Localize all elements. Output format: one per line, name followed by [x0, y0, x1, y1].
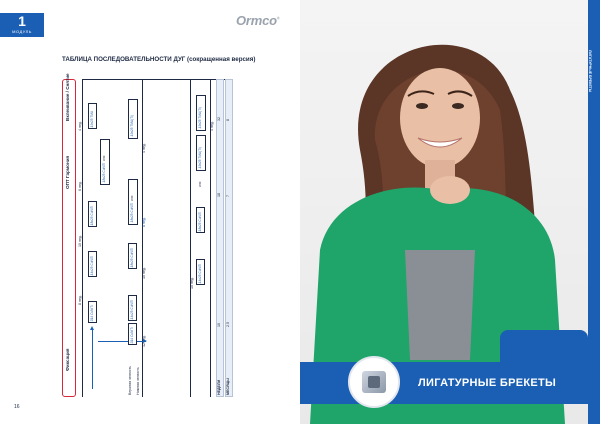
header-opt-harmony: ОПТ Гармония [65, 155, 70, 189]
divider-4 [210, 79, 211, 397]
wire-19x25-d: .19x25 TMA(Ti) [198, 107, 202, 129]
footer-week-1: 10 [217, 323, 221, 327]
wire-cell-18x25-d [128, 179, 138, 225]
weeks-10c: 10 нед. [190, 277, 194, 289]
wire-cell-014-upper [88, 301, 97, 323]
footer-label-months: МЕСЯЦЫ [226, 378, 230, 395]
wire-18x25-a: .18x25 CuNiTi [90, 205, 94, 226]
left-page: 1 МОДУЛЬ Ormco® ТАБЛИЦА ПОСЛЕДОВАТЕЛЬНОС… [0, 13, 280, 410]
banner-title: ЛИГАТУРНЫЕ БРЕКЕТЫ [418, 377, 557, 389]
wire-18x25-e: .18x25 CuNiTi [198, 211, 202, 232]
wire-18x25-d: .18x25 CuNiTi [130, 202, 134, 223]
weeks-6: 6 нед. [78, 181, 82, 191]
page-number: 16 [14, 404, 20, 410]
header-bonding: Вклеивание / Снятие [65, 73, 70, 121]
wire-14x25-b: .14x25 CuNiTi [130, 299, 134, 320]
footer-label-weeks: НЕДЕЛИ [217, 379, 221, 395]
right-page: ЛИГАТУРНЫЕ БРЕКЕТЫ [300, 0, 600, 424]
wire-18x25-c: .18x25 CuNiTi [130, 247, 134, 268]
weeks-4c: 4 нед. [210, 121, 214, 131]
wire-cell-19x25-c [196, 135, 206, 171]
wire-cell-19x25-b [128, 99, 138, 139]
footer-month-2: 7 [226, 195, 230, 197]
side-tab [588, 0, 600, 424]
weeks-4b: 4 нед. [142, 143, 146, 153]
row-label-upper: Верхняя челюсть [128, 366, 132, 395]
divider-3 [190, 79, 191, 397]
weeks-10a: 10 нед. [78, 235, 82, 247]
wire-19x25-a: .19x25 TMA [90, 110, 94, 128]
side-tab-label: ЛИГАТУРНЫЕ БРЕКЕТЫ [588, 50, 592, 93]
footer-weeks-box [216, 79, 224, 397]
divider-top [82, 79, 232, 80]
chapter-number: 1 [18, 13, 26, 29]
bracket-badge [348, 356, 400, 408]
wire-19x25-c: .19x25 TMA(Ti) [198, 147, 202, 169]
portrait-photo [310, 44, 565, 424]
wire-cell-14x25-b [128, 295, 137, 321]
arrow-12-weeks [98, 339, 147, 343]
chapter-label: МОДУЛЬ [12, 29, 32, 34]
wire-cell-19x25-d [196, 95, 206, 131]
wire-014-lower: .014 CuNiTi [130, 327, 134, 344]
wire-18x25-b: .18x25 CuNiTi [102, 162, 106, 183]
wire-cell-19x25-a [88, 103, 97, 129]
footer-week-2: 18 [217, 193, 221, 197]
footer-week-3: 32 [217, 117, 221, 121]
weeks-10b: 10 нед. [142, 267, 146, 279]
chapter-badge: 1 МОДУЛЬ [0, 13, 44, 37]
wire-cell-18x25-e [196, 207, 205, 233]
row-label-lower: Нижняя челюсть [136, 367, 140, 395]
wire-cell-18x25-b [100, 139, 110, 185]
footer-month-1: 2.5 [226, 322, 230, 327]
wire-cell-014-lower [128, 323, 137, 345]
weeks-8a: 8 нед. [78, 295, 82, 305]
wire-cell-18x25-c [128, 243, 137, 269]
brand-logo: Ormco® [236, 13, 280, 28]
wire-14x25-c: .14x25 CuNiTi [198, 263, 202, 284]
weeks-4a: 4 нед. [78, 121, 82, 131]
or-b: или [130, 195, 134, 201]
arrow-upper-1 [90, 326, 94, 389]
table-title: ТАБЛИЦА ПОСЛЕДОВАТЕЛЬНОСТИ ДУГ (сокращен… [62, 56, 256, 63]
divider-2 [142, 79, 143, 397]
wire-cell-18x25-a [88, 201, 97, 227]
archwire-sequence-table: Фиксация ОПТ Гармония Вклеивание / Сняти… [62, 73, 250, 397]
or-c: или [198, 181, 202, 187]
header-box-fixation [62, 79, 76, 397]
header-fixation: Фиксация [65, 348, 70, 371]
footer-month-3: 8 [226, 119, 230, 121]
weeks-8b: 8 нед. [142, 217, 146, 227]
wire-cell-14x25-c [196, 259, 205, 285]
wire-14x25-a: .14x25 CuNiTi [90, 255, 94, 276]
brand-name: Ormco [236, 13, 277, 28]
wire-19x25-b: .19x25 TMA(Ti) [130, 115, 134, 137]
divider-1 [82, 79, 83, 397]
wire-cell-14x25-a [88, 251, 97, 277]
bracket-icon [362, 371, 386, 393]
or-a: или [102, 155, 106, 161]
footer-months-box [225, 79, 233, 397]
wire-014-upper: .014 CuNiTi [90, 305, 94, 322]
